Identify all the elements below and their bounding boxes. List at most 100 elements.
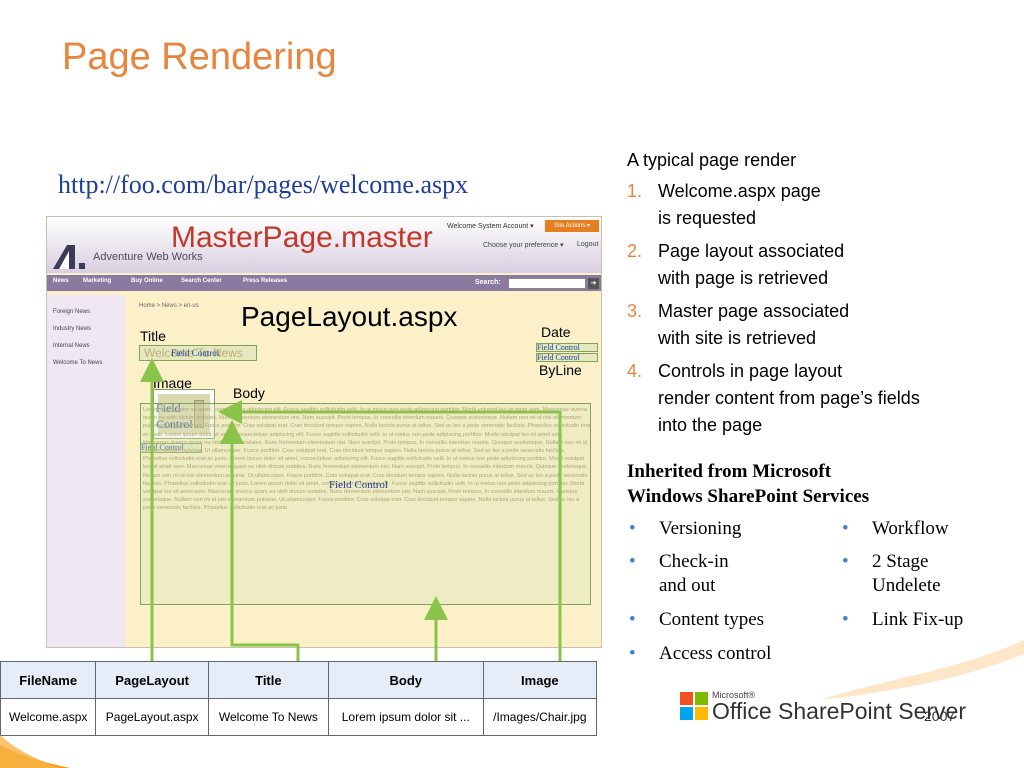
table-header-row: FileName PageLayout Title Body Image <box>0 661 598 699</box>
step-text: Master page associated <box>658 301 850 321</box>
left-nav-item[interactable]: Foreign News <box>53 309 91 315</box>
feature-text: Link Fix-up <box>872 609 964 630</box>
nav-item-news[interactable]: News <box>53 278 69 284</box>
choose-preference-menu[interactable]: Choose your preference ▾ <box>483 242 564 249</box>
title-ghost-text: Welcome To News <box>144 346 243 360</box>
feature-item: • Workflow <box>842 517 949 541</box>
table-cell: Welcome.aspx <box>0 698 97 736</box>
bullet-icon: • <box>842 551 849 572</box>
render-step: 1. Welcome.aspx page is requested <box>627 178 1007 232</box>
byline-label: ByLine <box>539 362 582 378</box>
nav-item-press-releases[interactable]: Press Releases <box>243 278 288 284</box>
bullet-icon: • <box>629 643 636 664</box>
logout-link[interactable]: Logout <box>577 241 599 248</box>
table-row: Welcome.aspx PageLayout.aspx Welcome To … <box>0 698 598 736</box>
render-step: 3. Master page associated with site is r… <box>627 298 1007 352</box>
slide-title: Page Rendering <box>62 36 337 78</box>
search-label: Search: <box>475 279 501 286</box>
feature-text: Undelete <box>872 575 941 596</box>
title-field-box <box>139 345 257 361</box>
breadcrumb[interactable]: Home > News > en-us <box>139 303 199 309</box>
site-header: Adventure Web Works Welcome System Accou… <box>47 217 601 273</box>
office-sharepoint-logo: Microsoft® Office SharePoint Server 2007 <box>680 690 990 730</box>
step-text: is requested <box>658 208 757 228</box>
image-field-control: Field Control <box>156 401 193 431</box>
step-number: 3. <box>627 301 643 321</box>
body-field-control: Field Control <box>329 479 388 491</box>
feature-text: Access control <box>659 643 772 664</box>
nav-item-marketing[interactable]: Marketing <box>83 278 112 284</box>
nav-item-search-center[interactable]: Search Center <box>181 278 222 284</box>
render-step: 4. Controls in page layout render conten… <box>627 358 1007 439</box>
bullet-icon: • <box>629 551 636 572</box>
left-nav-item[interactable]: Industry News <box>53 326 92 332</box>
table-cell: Lorem ipsum dolor sit ... <box>327 698 484 736</box>
nav-item-buy-online[interactable]: Buy Online <box>131 278 163 284</box>
byline-field-box <box>536 353 598 362</box>
chair-image <box>158 394 210 434</box>
adventure-works-logo-icon <box>53 245 85 269</box>
feature-text: Check-in <box>659 551 729 572</box>
step-number: 1. <box>627 181 643 201</box>
inherited-heading-line: Inherited from Microsoft <box>627 461 832 482</box>
pagelayout-label: PageLayout.aspx <box>241 301 458 332</box>
step-text: render content from page’s fields <box>658 388 920 408</box>
search-input[interactable] <box>508 278 586 289</box>
page-fields-table: FileName PageLayout Title Body Image Wel… <box>0 661 598 736</box>
table-header: Body <box>327 661 484 699</box>
system-account-menu[interactable]: Welcome System Account ▾ <box>447 223 534 230</box>
feature-item: • Check-in and out <box>629 550 729 598</box>
title-field-control: Field Control <box>171 348 220 358</box>
table-header: PageLayout <box>95 661 209 699</box>
feature-item: • Versioning <box>629 517 742 541</box>
feature-item: • 2 Stage Undelete <box>842 550 941 598</box>
table-cell: Welcome To News <box>207 698 329 736</box>
title-label: Title <box>140 328 166 344</box>
search-go-icon[interactable]: ➔ <box>588 278 599 289</box>
masterpage-label: MasterPage.master <box>171 221 433 254</box>
image-field-box <box>153 389 215 439</box>
step-text: Controls in page layout <box>658 361 843 381</box>
corner-swoosh-icon <box>0 735 70 768</box>
feature-item: • Access control <box>629 642 772 666</box>
date-field-box <box>536 343 598 352</box>
render-steps: A typical page render 1. Welcome.aspx pa… <box>627 148 1007 439</box>
feature-item: • Content types <box>629 608 765 632</box>
bullet-icon: • <box>629 609 636 630</box>
inherited-heading: Inherited from Microsoft Windows SharePo… <box>627 459 869 509</box>
page-screenshot: Adventure Web Works Welcome System Accou… <box>46 216 602 648</box>
feature-text: Content types <box>659 609 765 630</box>
feature-item: • Link Fix-up <box>842 608 964 632</box>
site-actions-button[interactable]: Site Actions ▾ <box>545 220 599 232</box>
bullet-icon: • <box>842 518 849 539</box>
table-cell: /Images/Chair.jpg <box>482 698 598 736</box>
logo-product: Office SharePoint Server <box>712 698 966 724</box>
decorative-swoosh-icon <box>820 640 1024 700</box>
table-header: FileName <box>0 661 97 699</box>
chair-icon <box>194 400 204 428</box>
step-text: with page is retrieved <box>658 268 829 288</box>
body-label: Body <box>233 385 265 401</box>
table-header: Image <box>482 661 598 699</box>
bullet-icon: • <box>842 609 849 630</box>
step-number: 2. <box>627 241 643 261</box>
left-nav-item[interactable]: Welcome To News <box>53 360 103 366</box>
step-text: into the page <box>658 415 763 435</box>
feature-text: and out <box>659 575 716 596</box>
step-number: 4. <box>627 361 643 381</box>
byline-field-control: Field Control <box>537 353 580 362</box>
step-text: Welcome.aspx page <box>658 181 821 201</box>
date-field-control: Field Control <box>537 343 580 352</box>
body-lorem-text: Lorem ipsum dolor sit amet, consectetuer… <box>143 407 591 512</box>
feature-text: Versioning <box>659 518 742 539</box>
page-url: http://foo.com/bar/pages/welcome.aspx <box>58 170 469 199</box>
logo-microsoft: Microsoft® <box>712 690 756 700</box>
step-text: Page layout associated <box>658 241 845 261</box>
logo-year: 2007 <box>924 708 956 724</box>
render-step: 2. Page layout associated with page is r… <box>627 238 1007 292</box>
left-nav: Foreign News Industry News Internal News… <box>47 295 125 647</box>
extra-field-control: Field Control <box>141 443 184 452</box>
inherited-heading-line: Windows SharePoint Services <box>627 486 870 507</box>
left-nav-item[interactable]: Internal News <box>53 343 90 349</box>
feature-text: 2 Stage <box>872 551 929 572</box>
